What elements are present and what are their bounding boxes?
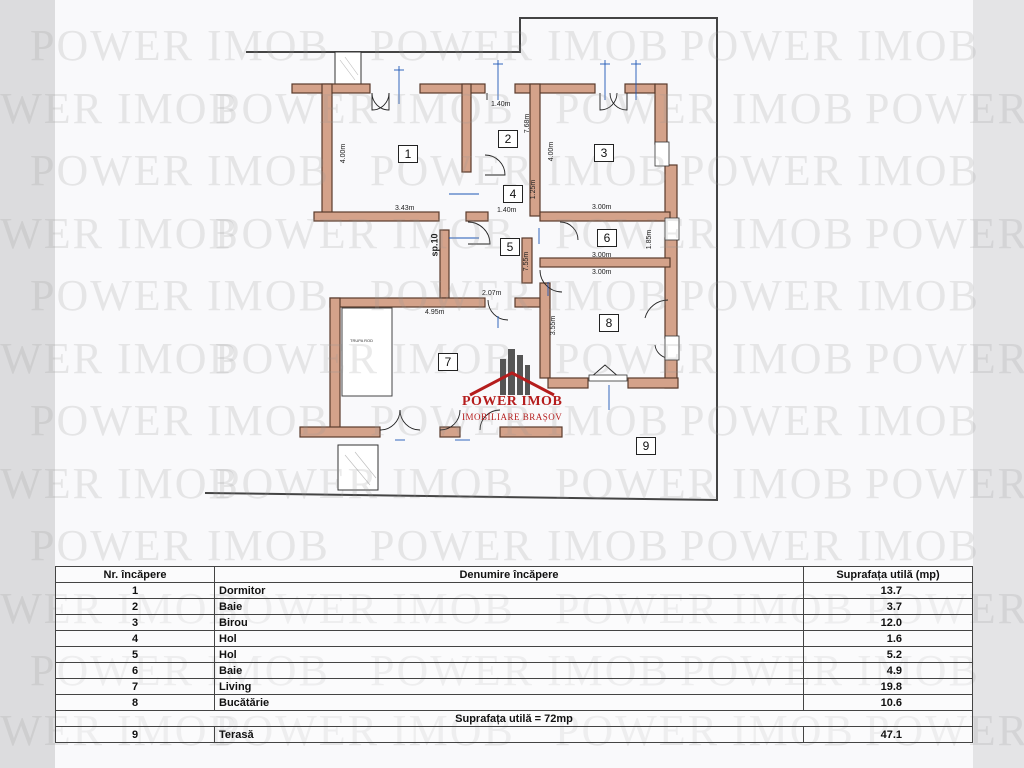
terrace-outline xyxy=(204,17,718,502)
row-nr: 2 xyxy=(55,598,215,615)
header-name: Denumire încăpere xyxy=(214,566,804,583)
row-area: 3.7 xyxy=(803,598,973,615)
table-row: 4 Hol 1.6 xyxy=(55,630,973,647)
dimension-label: 3.00m xyxy=(592,252,612,259)
left-margin xyxy=(0,0,55,768)
summary-row: Suprafața utilă = 72mp xyxy=(55,710,973,727)
table-row: 2 Baie 3.7 xyxy=(55,598,973,615)
room-table: Nr. încăpere Denumire încăpere Suprafața… xyxy=(55,566,973,743)
row-name: Hol xyxy=(214,646,804,663)
windows xyxy=(588,141,680,382)
row-nr: 8 xyxy=(55,694,215,711)
dimension-label: 7.55m xyxy=(523,251,531,272)
table-row: 1 Dormitor 13.7 xyxy=(55,582,973,599)
dimension-label: 3.00m xyxy=(592,204,612,211)
room-number-6: 6 xyxy=(597,229,617,247)
walls xyxy=(291,83,679,438)
room-number-8: 8 xyxy=(599,314,619,332)
dimension-label: 1.40m xyxy=(491,101,511,108)
summary-text: Suprafața utilă = 72mp xyxy=(55,710,973,727)
table-row: 5 Hol 5.2 xyxy=(55,646,973,663)
row-name: Baie xyxy=(214,598,804,615)
row-name: Living xyxy=(214,678,804,695)
room-number-9: 9 xyxy=(636,437,656,455)
brand-name: POWER IMOB xyxy=(462,394,563,409)
room-number-5: 5 xyxy=(500,238,520,256)
dimension-label: 1.40m xyxy=(497,207,517,214)
row-nr: 1 xyxy=(55,582,215,599)
room-number-1: 1 xyxy=(398,145,418,163)
dimension-label: sp.10 xyxy=(429,233,440,257)
row-nr: 4 xyxy=(55,630,215,647)
dimension-label: 3.43m xyxy=(395,205,415,212)
table-header-row: Nr. încăpere Denumire încăpere Suprafața… xyxy=(55,566,973,583)
room-number-3: 3 xyxy=(594,144,614,162)
header-nr: Nr. încăpere xyxy=(55,566,215,583)
row-area: 47.1 xyxy=(803,726,973,743)
row-name: Birou xyxy=(214,614,804,631)
room-number-7: 7 xyxy=(438,353,458,371)
row-name: Dormitor xyxy=(214,582,804,599)
room-number-4: 4 xyxy=(503,185,523,203)
dimension-label: 3.55m xyxy=(550,315,558,336)
table-row: 9 Terasă 47.1 xyxy=(55,726,973,743)
row-nr: 7 xyxy=(55,678,215,695)
dimension-label: 2.07m xyxy=(482,290,502,297)
dimension-label: 4.00m xyxy=(548,141,556,162)
row-area: 4.9 xyxy=(803,662,973,679)
svg-text:TRUPA ROD: TRUPA ROD xyxy=(350,338,373,343)
dimension-label: 4.95m xyxy=(425,309,445,316)
row-area: 19.8 xyxy=(803,678,973,695)
dimension-label: 4.00m xyxy=(340,143,348,164)
hatched-panels xyxy=(334,51,379,491)
row-nr: 3 xyxy=(55,614,215,631)
dimension-label: 3.00m xyxy=(592,269,612,276)
row-area: 10.6 xyxy=(803,694,973,711)
dimension-label: 1.85m xyxy=(646,229,654,250)
row-area: 12.0 xyxy=(803,614,973,631)
row-area: 13.7 xyxy=(803,582,973,599)
room-number-2: 2 xyxy=(498,130,518,148)
right-margin xyxy=(973,0,1024,768)
row-nr: 5 xyxy=(55,646,215,663)
row-nr: 9 xyxy=(55,726,215,743)
row-nr: 6 xyxy=(55,662,215,679)
row-name: Baie xyxy=(214,662,804,679)
floor-plan: TRUPA ROD xyxy=(204,17,718,502)
door-annotations xyxy=(394,60,641,441)
brand-tagline: IMOBILIARE BRAȘOV xyxy=(462,412,563,422)
row-area: 5.2 xyxy=(803,646,973,663)
row-name: Bucătărie xyxy=(214,694,804,711)
brand-logo-icon xyxy=(469,349,555,397)
table-row: 3 Birou 12.0 xyxy=(55,614,973,631)
row-area: 1.6 xyxy=(803,630,973,647)
dimension-label: 7.68m xyxy=(524,113,532,134)
dimension-label: 1.25m xyxy=(530,179,538,200)
row-name: Hol xyxy=(214,630,804,647)
table-row: 7 Living 19.8 xyxy=(55,678,973,695)
header-area: Suprafața utilă (mp) xyxy=(803,566,973,583)
row-name: Terasă xyxy=(214,726,804,743)
kitchen-counter xyxy=(341,307,393,397)
table-row: 8 Bucătărie 10.6 xyxy=(55,694,973,711)
table-row: 6 Baie 4.9 xyxy=(55,662,973,679)
